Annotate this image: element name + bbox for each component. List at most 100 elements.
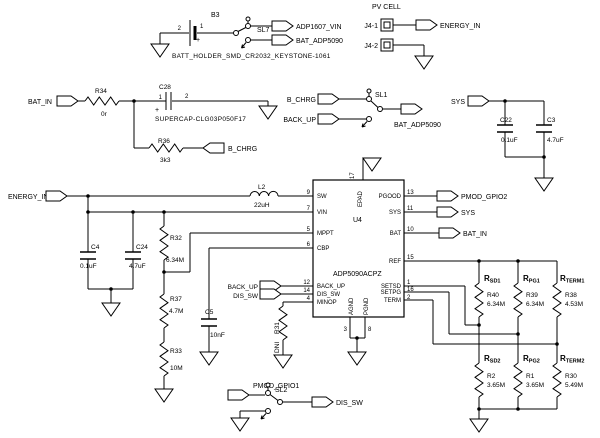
battery-ref: B3 (211, 12, 220, 19)
label-main: R (560, 274, 566, 283)
sl1-ref: SL1 (375, 92, 388, 99)
r32-val: 6.34M (166, 257, 184, 264)
r36-val: 3k3 (160, 157, 171, 164)
switch-actuator-icon (245, 16, 251, 22)
r38-ref: R38 (565, 292, 577, 299)
net-label-dis-sw: DIS_SW (233, 293, 259, 300)
net-label-sys: SYS (461, 210, 475, 217)
pin-num: 2 (407, 295, 411, 301)
pin-num: 8 (368, 327, 372, 333)
net-label-bat-in-out: BAT_IN (463, 231, 487, 238)
pin-name: BACK_UP (317, 284, 345, 290)
net-flag-b-chrg (202, 142, 225, 154)
r39-ref: R39 (526, 292, 538, 299)
output-flags: PMOD_GPIO2 SYS BAT_IN (436, 190, 507, 239)
r33-val: 10M (170, 365, 183, 372)
net-flag-bat-in-out (438, 227, 461, 239)
net-label-bat-adp5090: BAT_ADP5090 (296, 38, 343, 45)
resistor-r32 (159, 225, 169, 261)
capacitor-c5 (200, 318, 218, 327)
pin-num: 11 (407, 206, 414, 212)
pin-name: PGND (364, 297, 370, 315)
label-sub: SD2 (490, 359, 501, 365)
c22-val: 0.1uF (501, 137, 518, 144)
switch-arrow-icon (241, 42, 247, 49)
r32-ref: R32 (170, 235, 182, 242)
battery-b3: B3 2 1 + BATT_HOLDER_SMD_CR2032_KEYSTONE… (172, 12, 330, 60)
label-sub: TERM1 (566, 279, 585, 285)
ground-icon (101, 302, 121, 317)
net-flag-bat-adp5090-out (400, 103, 423, 115)
c5-ref: C5 (205, 309, 214, 316)
r31-val: DNI (274, 342, 281, 353)
label-main: R (484, 354, 490, 363)
pv-cell-connector: PV CELL J4-1 J4-2 ENERGY_IN (364, 4, 480, 52)
r1-ref: R1 (526, 373, 535, 380)
pin-num: 4 (307, 296, 311, 302)
net-label-adp1607-vin: ADP1607_VIN (296, 24, 342, 31)
resistor-r40 (474, 282, 484, 318)
pin-name: SW (317, 194, 327, 200)
ground-icon (258, 105, 278, 120)
c28-ref: C28 (159, 84, 171, 91)
pin-name: BAT (390, 231, 402, 237)
sys-section: SYS C22 0.1uF C3 4.7uF (451, 95, 564, 144)
supercap-section: BAT_IN R34 0r C28 1 2 + SUPERCAP-CLG03P0… (28, 84, 257, 164)
label-main: R (523, 274, 529, 283)
battery-pin2: 2 (178, 26, 182, 32)
pin-name: SETPG (381, 290, 402, 296)
pin-num: 14 (303, 288, 310, 294)
j4-1-label: J4-1 (364, 23, 378, 30)
ground-icon (414, 55, 434, 70)
c28-pin1: 1 (159, 95, 163, 101)
ground-icon (154, 388, 174, 403)
net-flag-bat-in (56, 95, 79, 107)
net-flag-b-chrg-in (317, 93, 340, 105)
r31-ref: R31 (274, 322, 281, 334)
battery-pin1: 1 (200, 24, 204, 30)
pin-num: 16 (407, 287, 414, 293)
ground-icon (347, 351, 367, 366)
c22-ref: C22 (500, 117, 512, 124)
inductor-l2 (249, 190, 279, 197)
c24-val: 4.7uF (129, 263, 146, 270)
net-label-bat-in: BAT_IN (28, 99, 52, 106)
ic-part: ADP5090ACPZ (333, 271, 382, 278)
net-label-back-up-in: BACK_UP (283, 117, 316, 124)
pin-num: 6 (307, 242, 311, 248)
r40-val: 6.34M (487, 301, 505, 308)
net-label-pmod-gpio1: PMOD_GPIO1 (253, 383, 299, 390)
pin-name: PGOOD (379, 194, 402, 200)
net-flag-energy-in-left (45, 190, 68, 202)
resistor-r39 (513, 282, 523, 318)
label-sub: PG2 (529, 359, 540, 365)
c4-val: 0.1uF (80, 263, 97, 270)
label-main: R (484, 274, 490, 283)
divider-network: RSD1 RPG1 RTERM1 R40 6.34M R39 6.34M R38… (474, 274, 584, 398)
c4-ref: C4 (91, 244, 100, 251)
net-flag-dis-sw (259, 288, 282, 300)
pin-name: CBP (317, 246, 329, 252)
sl2-section: PMOD_GPIO1 SL2 DIS_SW (227, 382, 363, 420)
pin-num: 9 (307, 190, 311, 196)
c28-plus: + (155, 107, 159, 114)
switch-sl7: SL7 (233, 16, 270, 49)
net-label-bat-adp5090-out: BAT_ADP5090 (394, 122, 441, 129)
pin-num: 7 (307, 206, 311, 212)
ic-epad-name: EPAD (358, 190, 364, 207)
pin-num: 13 (407, 190, 414, 196)
r33-ref: R33 (170, 348, 182, 355)
r2-val: 3.65M (487, 382, 505, 389)
capacitor-c22 (496, 124, 514, 133)
label-sub: PG1 (529, 279, 540, 285)
label-sub: SD1 (490, 279, 501, 285)
resistor-r37 (159, 293, 169, 329)
divider-label-rterm1: RTERM1 (560, 274, 584, 285)
pin-name: SETSD (381, 284, 402, 290)
net-label-b-chrg-in: B_CHRG (287, 97, 316, 104)
pin-num: 3 (344, 327, 348, 333)
battery-plus: + (196, 37, 200, 44)
switch-actuator-icon (366, 88, 372, 94)
switch-ref: SL7 (257, 27, 270, 34)
